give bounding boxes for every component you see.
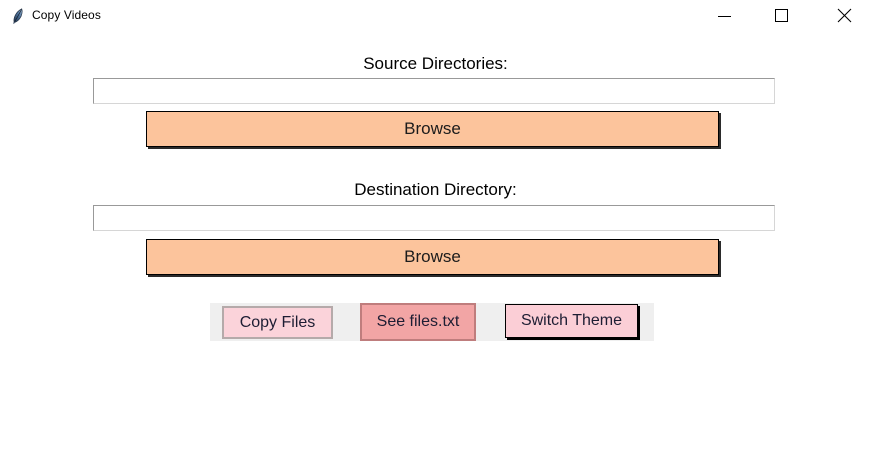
titlebar: Copy Videos bbox=[0, 0, 871, 32]
window-title: Copy Videos bbox=[32, 8, 101, 22]
maximize-icon bbox=[774, 9, 788, 22]
minimize-icon bbox=[717, 16, 731, 17]
maximize-button[interactable] bbox=[758, 0, 804, 31]
source-directories-input[interactable] bbox=[93, 78, 775, 104]
source-directories-label: Source Directories: bbox=[363, 54, 508, 73]
destination-browse-button[interactable]: Browse bbox=[146, 239, 719, 275]
close-icon bbox=[837, 8, 851, 23]
destination-directory-label: Destination Directory: bbox=[354, 180, 517, 199]
copy-files-button[interactable]: Copy Files bbox=[222, 306, 333, 339]
destination-directory-input[interactable] bbox=[93, 205, 775, 231]
switch-theme-button[interactable]: Switch Theme bbox=[505, 304, 638, 338]
see-files-button[interactable]: See files.txt bbox=[360, 303, 476, 341]
source-browse-button[interactable]: Browse bbox=[146, 111, 719, 147]
close-button[interactable] bbox=[821, 0, 867, 31]
minimize-button[interactable] bbox=[701, 0, 747, 31]
python-feather-icon bbox=[10, 8, 26, 24]
